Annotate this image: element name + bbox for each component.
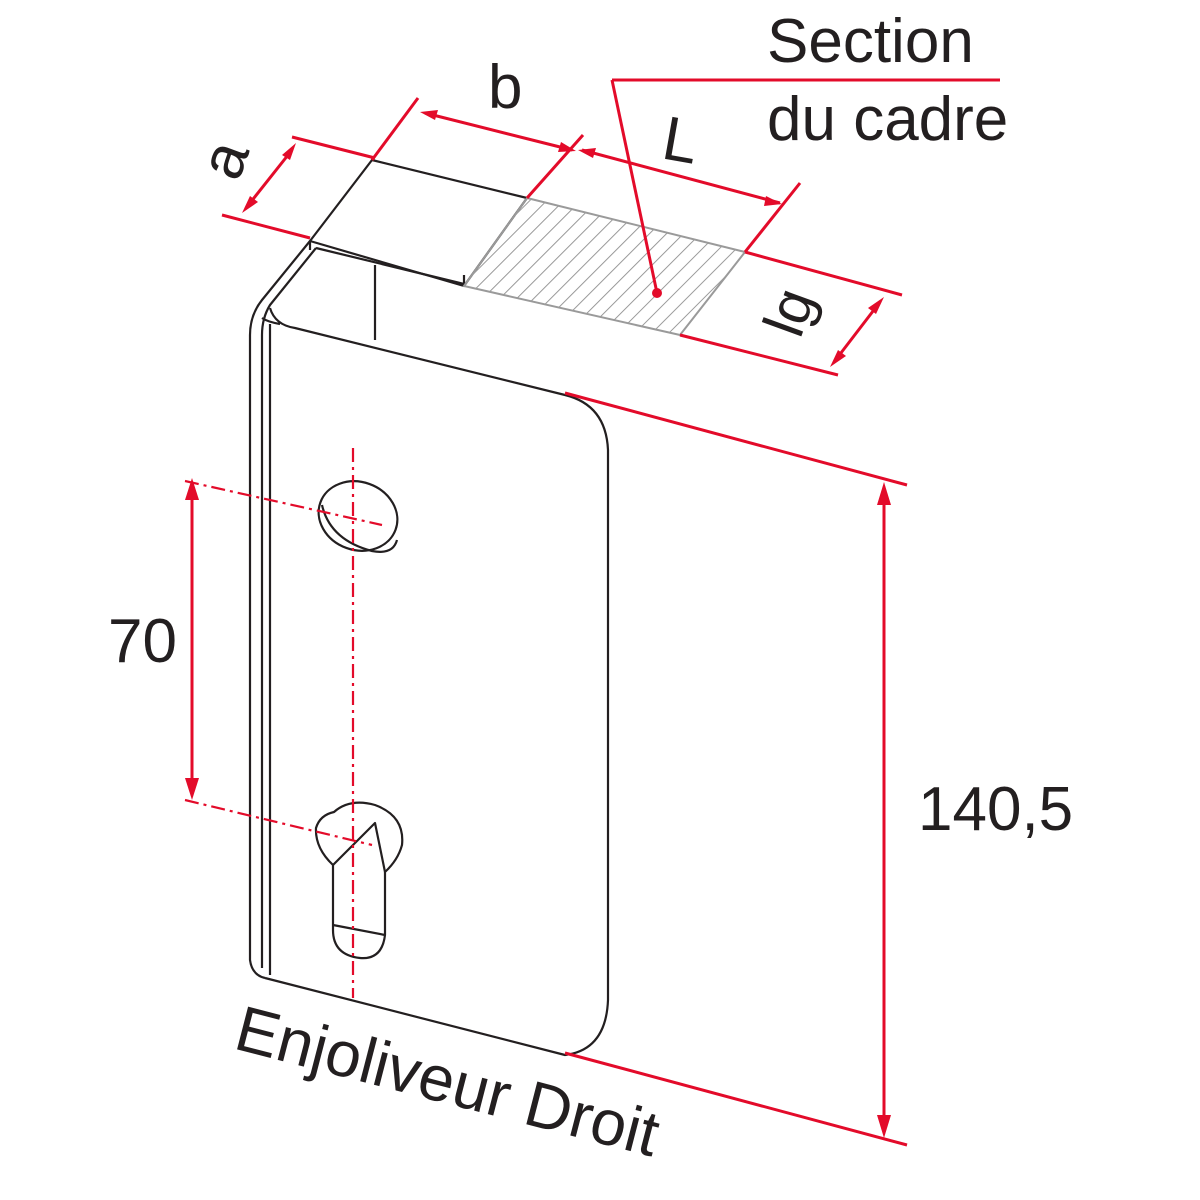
part-outline <box>248 158 747 1057</box>
caption: Enjoliveur Droit <box>228 992 666 1170</box>
dimension-lines <box>185 78 1000 1147</box>
dim-b-label: b <box>488 53 522 122</box>
dim-L-label: L <box>658 104 704 178</box>
dim-70-label: 70 <box>108 607 177 676</box>
lower-cylinder-hole <box>314 801 404 960</box>
bent-edge <box>248 240 311 980</box>
section-label-line1: Section <box>767 7 974 76</box>
center-lines <box>184 448 383 998</box>
frame-section-hatch <box>462 196 747 337</box>
dim-lg-label: lg <box>751 280 828 345</box>
front-face <box>264 307 610 1057</box>
dim-a-label: a <box>186 131 263 187</box>
dim-height-label: 140,5 <box>918 775 1073 844</box>
labels: Section du cadre a b L lg 70 140,5 Enjol… <box>108 7 1073 1170</box>
upper-hole <box>317 480 399 552</box>
section-label-line2: du cadre <box>767 85 1008 154</box>
